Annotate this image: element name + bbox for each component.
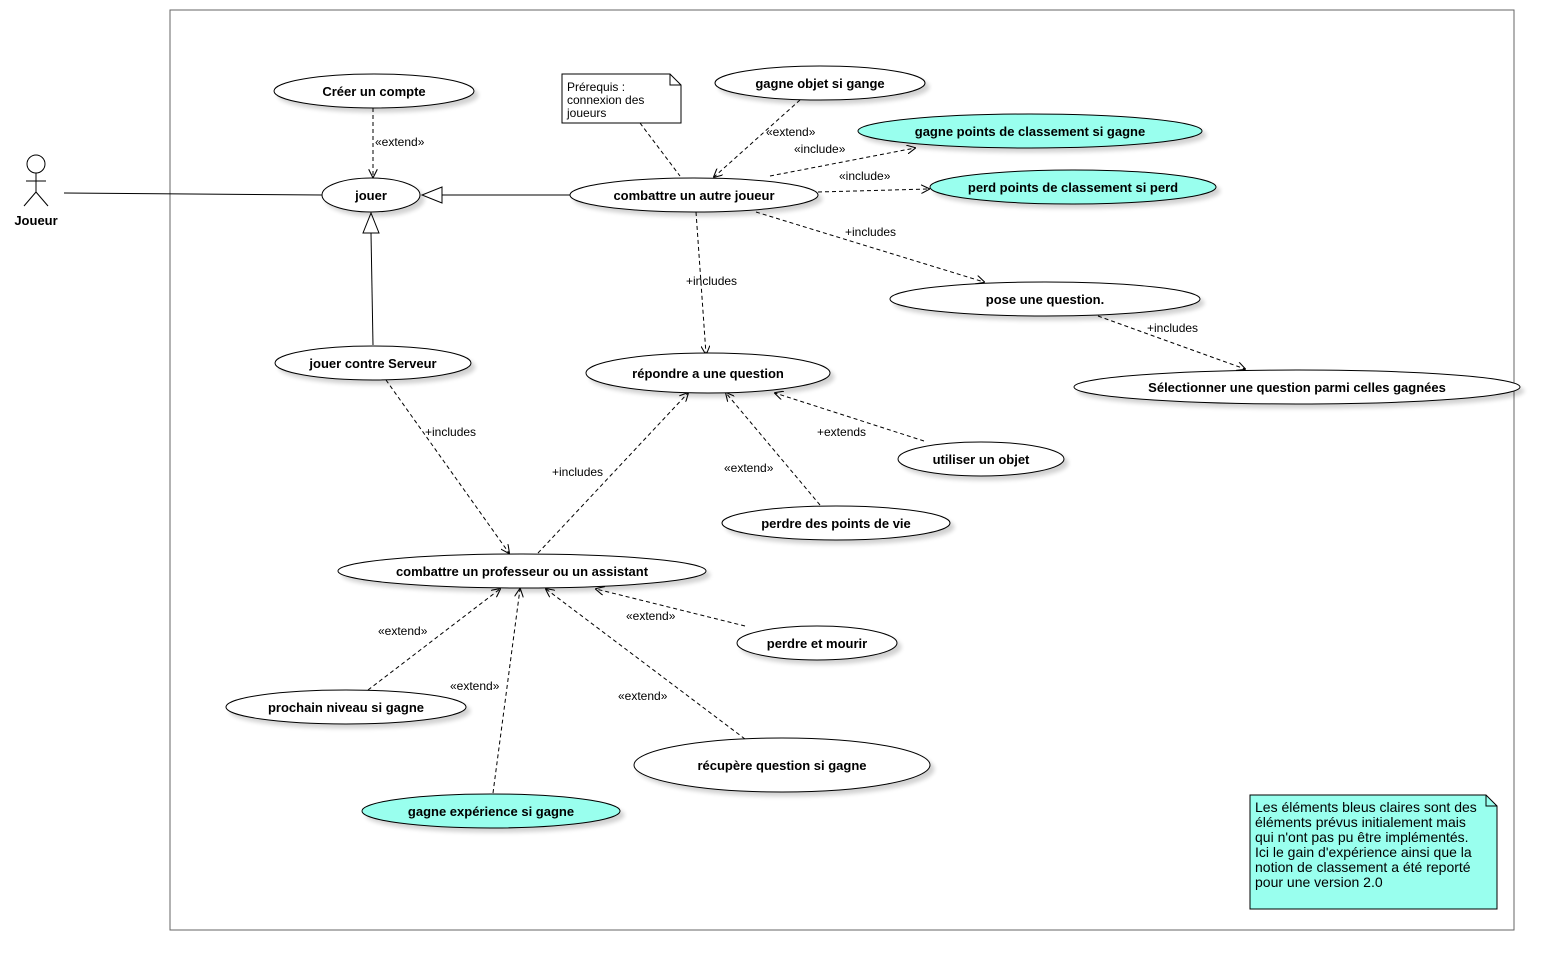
label-extend-creer-compte: «extend» bbox=[375, 135, 425, 149]
use-case-label: combattre un professeur ou un assistant bbox=[396, 564, 649, 579]
dep-gagne-objet-combattre bbox=[714, 99, 801, 177]
label-includes-prof-repondre: +includes bbox=[552, 465, 603, 479]
use-case-label: pose une question. bbox=[986, 292, 1104, 307]
label-includes-pose-question: +includes bbox=[845, 225, 896, 239]
use-case-label: gagne expérience si gagne bbox=[408, 804, 574, 819]
label-includes-serveur-prof: +includes bbox=[425, 425, 476, 439]
note-legend-line-6: pour une version 2.0 bbox=[1255, 874, 1383, 890]
use-case-jouer[interactable]: jouer bbox=[321, 177, 421, 213]
note-prerequis: Prérequis : connexion des joueurs bbox=[561, 73, 682, 124]
dep-combattre-gagne-points bbox=[769, 148, 915, 177]
use-case-gagne-objet[interactable]: gagne objet si gange bbox=[714, 65, 926, 101]
dep-perdre-mourir-prof bbox=[596, 589, 746, 627]
use-case-label: perdre des points de vie bbox=[761, 516, 911, 531]
use-case-recupere-question[interactable]: récupère question si gagne bbox=[633, 737, 931, 793]
dep-prof-repondre bbox=[537, 393, 688, 554]
use-case-label: jouer bbox=[354, 188, 387, 203]
use-case-perdre-mourir[interactable]: perdre et mourir bbox=[736, 625, 898, 661]
use-case-label: utiliser un objet bbox=[933, 452, 1030, 467]
use-case-gagne-experience[interactable]: gagne expérience si gagne bbox=[361, 793, 621, 829]
actor-head bbox=[26, 154, 46, 174]
note-prerequis-line-2: connexion des bbox=[567, 93, 644, 107]
use-case-combattre-joueur[interactable]: combattre un autre joueur bbox=[569, 177, 819, 213]
association-joueur-jouer bbox=[63, 192, 323, 196]
dep-experience-prof bbox=[492, 589, 520, 794]
use-case-label: jouer contre Serveur bbox=[308, 356, 436, 371]
use-case-perdre-vie[interactable]: perdre des points de vie bbox=[721, 505, 951, 541]
note-legend-line-2: éléments prévus initialement mais bbox=[1255, 814, 1466, 830]
use-case-combattre-prof[interactable]: combattre un professeur ou un assistant bbox=[337, 553, 707, 589]
use-case-label: gagne points de classement si gagne bbox=[915, 124, 1145, 139]
use-case-creer-compte[interactable]: Créer un compte bbox=[273, 73, 475, 109]
note-legend-line-4: Ici le gain d'expérience ainsi que la bbox=[1255, 844, 1472, 860]
use-case-perd-points[interactable]: perd points de classement si perd bbox=[929, 169, 1217, 205]
use-case-pose-question[interactable]: pose une question. bbox=[889, 281, 1201, 317]
use-case-label: répondre a une question bbox=[632, 366, 784, 381]
label-includes-repondre: +includes bbox=[686, 274, 737, 288]
use-case-label: Créer un compte bbox=[322, 84, 425, 99]
actor-right-leg bbox=[35, 191, 49, 207]
use-case-label: prochain niveau si gagne bbox=[268, 700, 424, 715]
note-legend-line-5: notion de classement a été reporté bbox=[1255, 859, 1471, 875]
use-case-utiliser-objet[interactable]: utiliser un objet bbox=[897, 441, 1065, 477]
use-case-label: combattre un autre joueur bbox=[613, 188, 774, 203]
dep-pose-selectionner bbox=[1097, 315, 1245, 369]
use-case-label: récupère question si gagne bbox=[697, 758, 866, 773]
use-case-label: perdre et mourir bbox=[767, 636, 867, 651]
use-case-selectionner-question[interactable]: Sélectionner une question parmi celles g… bbox=[1073, 369, 1521, 405]
note-prerequis-line-1: Prérequis : bbox=[567, 80, 625, 94]
generalization-combattre-joueur-to-jouer bbox=[420, 186, 570, 204]
use-case-label: perd points de classement si perd bbox=[968, 180, 1178, 195]
dep-combattre-pose-question bbox=[755, 211, 984, 282]
label-extend-perdre-vie: «extend» bbox=[724, 461, 774, 475]
generalization-jouer-serveur-to-jouer bbox=[362, 211, 380, 346]
use-case-jouer-serveur[interactable]: jouer contre Serveur bbox=[274, 345, 472, 381]
label-extend-experience: «extend» bbox=[450, 679, 500, 693]
use-case-label: gagne objet si gange bbox=[755, 76, 884, 91]
label-include-perd-points: «include» bbox=[839, 169, 891, 183]
label-extend-recupere: «extend» bbox=[618, 689, 668, 703]
dep-combattre-repondre bbox=[695, 211, 706, 354]
use-case-repondre-question[interactable]: répondre a une question bbox=[585, 352, 831, 394]
note-legend-line-1: Les éléments bleus claires sont des bbox=[1255, 799, 1477, 815]
note-legend: Les éléments bleus claires sont des élém… bbox=[1249, 794, 1498, 910]
dep-utiliser-objet-repondre bbox=[775, 393, 925, 442]
actor-joueur[interactable]: Joueur bbox=[14, 154, 58, 228]
actor-name: Joueur bbox=[14, 213, 57, 228]
note-prerequis-line-3: joueurs bbox=[566, 106, 606, 120]
label-extends-utiliser-objet: +extends bbox=[817, 425, 866, 439]
actor-left-leg bbox=[23, 191, 37, 207]
use-case-label: Sélectionner une question parmi celles g… bbox=[1148, 380, 1446, 395]
dep-prochain-niveau-prof bbox=[367, 589, 500, 691]
system-boundary bbox=[169, 9, 1515, 931]
label-extend-perdre-mourir: «extend» bbox=[626, 609, 676, 623]
label-extend-gagne-objet: «extend» bbox=[766, 125, 816, 139]
note-legend-line-3: qui n'ont pas pu être implémentés. bbox=[1255, 829, 1469, 845]
label-includes-selectionner: +includes bbox=[1147, 321, 1198, 335]
use-case-prochain-niveau[interactable]: prochain niveau si gagne bbox=[225, 689, 467, 725]
dep-perdre-vie-repondre bbox=[726, 393, 821, 506]
label-include-gagne-points: «include» bbox=[794, 142, 846, 156]
dep-combattre-perd-points bbox=[817, 189, 929, 192]
note-anchor-prerequis bbox=[639, 122, 681, 177]
label-extend-prochain-niveau: «extend» bbox=[378, 624, 428, 638]
use-case-gagne-points[interactable]: gagne points de classement si gagne bbox=[857, 113, 1203, 149]
dep-serveur-prof bbox=[385, 379, 509, 553]
